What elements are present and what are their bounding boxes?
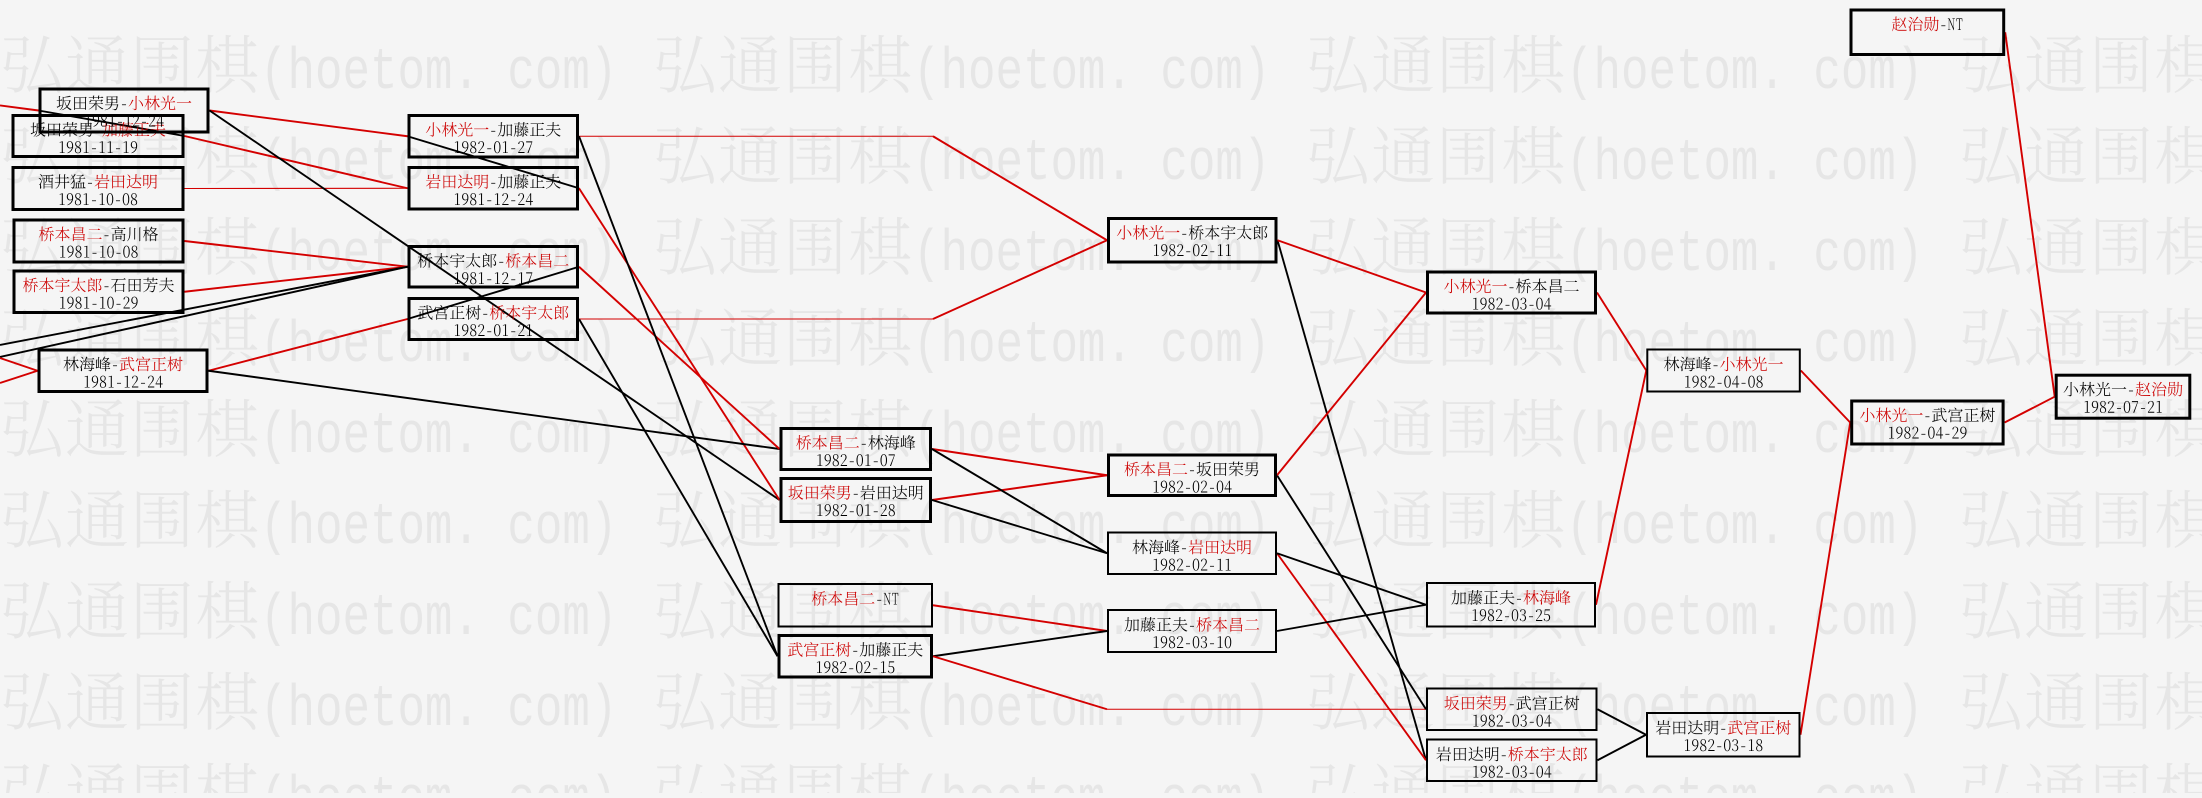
svg-text:(hoetom. com): (hoetom. com) — [913, 585, 1270, 652]
svg-text:(hoetom. com): (hoetom. com) — [1566, 130, 1923, 197]
svg-text:(hoetom. com): (hoetom. com) — [260, 403, 617, 470]
svg-text:(hoetom. com): (hoetom. com) — [1566, 39, 1923, 106]
svg-text:(hoetom. com): (hoetom. com) — [1566, 585, 1923, 652]
svg-text:(hoetom. com): (hoetom. com) — [1566, 221, 1923, 288]
svg-text:(hoetom. com): (hoetom. com) — [1566, 403, 1923, 470]
svg-text:(hoetom. com): (hoetom. com) — [1566, 676, 1923, 743]
svg-text:(hoetom. com): (hoetom. com) — [260, 130, 617, 197]
svg-text:(hoetom. com): (hoetom. com) — [1566, 494, 1923, 561]
svg-text:(hoetom. com): (hoetom. com) — [260, 312, 617, 379]
svg-text:(hoetom. com): (hoetom. com) — [260, 676, 617, 743]
svg-text:(hoetom. com): (hoetom. com) — [1566, 312, 1923, 379]
svg-text:(hoetom. com): (hoetom. com) — [913, 494, 1270, 561]
svg-text:(hoetom. com): (hoetom. com) — [260, 767, 617, 793]
svg-text:(hoetom. com): (hoetom. com) — [260, 39, 617, 106]
svg-text:(hoetom. com): (hoetom. com) — [913, 403, 1270, 470]
svg-text:(hoetom. com): (hoetom. com) — [913, 130, 1270, 197]
svg-text:(hoetom. com): (hoetom. com) — [1566, 767, 1923, 793]
svg-text:(hoetom. com): (hoetom. com) — [913, 312, 1270, 379]
svg-text:(hoetom. com): (hoetom. com) — [913, 221, 1270, 288]
svg-text:(hoetom. com): (hoetom. com) — [913, 39, 1270, 106]
svg-text:(hoetom. com): (hoetom. com) — [260, 494, 617, 561]
svg-text:(hoetom. com): (hoetom. com) — [260, 585, 617, 652]
svg-text:(hoetom. com): (hoetom. com) — [913, 767, 1270, 793]
